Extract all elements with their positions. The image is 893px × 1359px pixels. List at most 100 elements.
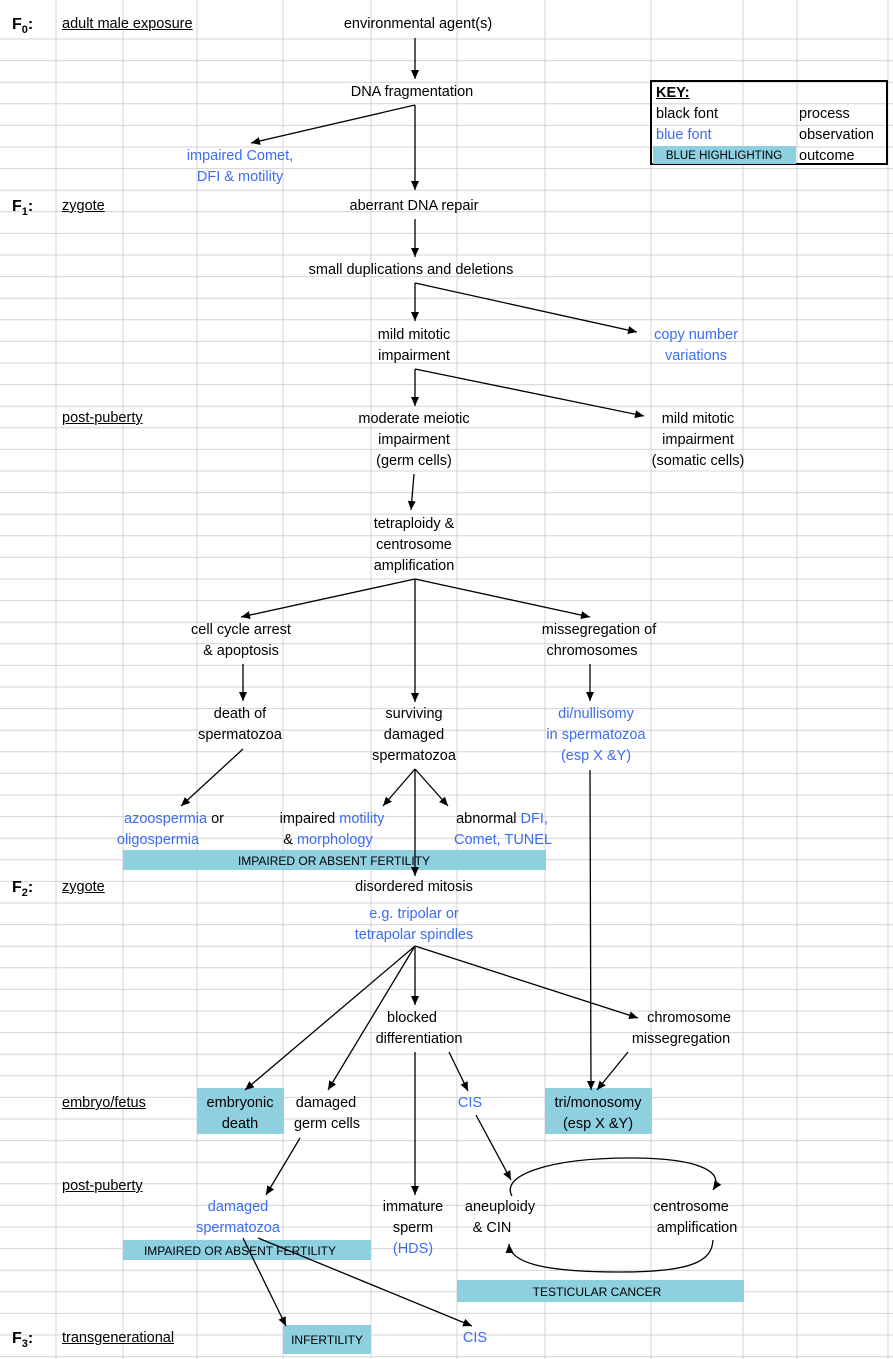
arrow-mild-mitotic-to-somatic (414, 368, 645, 419)
node-surviving-line2: damaged (383, 727, 445, 743)
node-dinullisomy-line2: in spermatozoa (546, 727, 646, 743)
key-meaning-observation: observation (799, 127, 874, 143)
node-mild-mitotic-line1: mild mitotic (377, 327, 451, 343)
stage-zygote-f1: zygote (62, 198, 105, 214)
key-title: KEY: (656, 85, 690, 101)
node-tetraploidy-line1: tetraploidy & (373, 516, 455, 532)
arrow-spindles-to-damaged-germ (327, 945, 416, 1091)
outcome-highlight-fertility-1 (123, 850, 546, 870)
node-cis-1: CIS (457, 1095, 483, 1111)
node-tetraploidy-line2: centrosome (376, 537, 452, 553)
node-damaged-spermatozoa-line1: damaged (207, 1199, 269, 1215)
arrow-spindles-to-embryonic-death (244, 945, 416, 1091)
node-centrosome-amp-line1: centrosome (653, 1199, 729, 1215)
node-copy-number-line2: variations (664, 348, 728, 364)
node-death-of-spermatozoa-line1: death of (213, 706, 267, 722)
node-aneuploidy-line1: aneuploidy (464, 1199, 536, 1215)
node-centrosome-amp-line2: amplification (656, 1220, 738, 1236)
node-cis-2: CIS (462, 1330, 488, 1346)
generation-f1: F1: (12, 198, 34, 219)
node-embryonic-death-line2: death (221, 1116, 259, 1132)
node-surviving-line1: surviving (385, 706, 443, 722)
key-label-black: black font (656, 106, 719, 122)
outcome-highlight-trimonosomy (545, 1088, 652, 1134)
node-oligospermia: oligospermia (116, 832, 200, 848)
outcome-highlight-infertility (283, 1325, 371, 1354)
generation-f2: F2: (12, 879, 34, 900)
arrow-aneuploidy-to-centrosome (509, 1157, 722, 1197)
node-moderate-meiotic-line1: moderate meiotic (358, 411, 470, 427)
stage-adult-male-exposure: adult male exposure (62, 16, 193, 32)
node-damaged-germ-line2: germ cells (293, 1116, 361, 1132)
node-dinullisomy-line1: di/nullisomy (558, 706, 634, 722)
node-chromosome-misseg-line1: chromosome (647, 1010, 731, 1026)
node-impaired-comet-line1: impaired Comet, (186, 148, 294, 164)
arrow-surviving-to-abnormal (414, 768, 449, 807)
arrow-small-dup-to-copy-number (414, 282, 638, 334)
node-chromosome-misseg-line2: missegregation (631, 1031, 731, 1047)
generation-f3: F3: (12, 1330, 34, 1351)
key-legend (650, 80, 888, 165)
node-cell-cycle-arrest-line2: & apoptosis (203, 643, 279, 659)
arrow-dna-to-impaired-comet (250, 104, 416, 145)
key-meaning-outcome: outcome (799, 148, 855, 164)
node-moderate-meiotic-line3: (germ cells) (376, 453, 452, 469)
node-aberrant-dna-repair: aberrant DNA repair (349, 198, 479, 214)
node-immature-line3: (HDS) (392, 1241, 434, 1257)
node-blocked-line1: blocked (387, 1010, 437, 1026)
node-aneuploidy-line2: & CIN (472, 1220, 512, 1236)
key-meaning-process: process (799, 106, 850, 122)
stage-zygote-f2: zygote (62, 879, 105, 895)
outcome-testicular-cancer: TESTICULAR CANCER (532, 1285, 662, 1299)
outcome-impaired-fertility-2: IMPAIRED OR ABSENT FERTILITY (143, 1244, 337, 1258)
stage-post-puberty-1: post-puberty (62, 410, 143, 426)
arrow-damaged-sperm-to-infertility (242, 1237, 287, 1327)
node-moderate-meiotic-line2: impairment (378, 432, 450, 448)
node-cell-cycle-arrest-line1: cell cycle arrest (191, 622, 291, 638)
node-damaged-spermatozoa-line2: spermatozoa (196, 1220, 280, 1236)
node-surviving-line3: spermatozoa (372, 748, 456, 764)
arrow-meiotic-to-tetraploidy (407, 473, 416, 511)
node-impaired-comet-line2: DFI & motility (196, 169, 284, 185)
node-tetraploidy-line3: amplification (373, 558, 455, 574)
node-abnormal-dfi: abnormal DFI, (456, 811, 548, 827)
node-small-duplications: small duplications and deletions (308, 262, 514, 278)
node-environmental-agents: environmental agent(s) (343, 16, 493, 32)
arrow-death-to-azoospermia (180, 748, 244, 807)
outcome-infertility: INFERTILITY (291, 1333, 363, 1347)
arrow-centrosome-to-aneuploidy (505, 1239, 714, 1273)
key-label-blue: blue font (656, 127, 712, 143)
node-morphology: & morphology (283, 832, 373, 848)
node-trimonosomy-line2: (esp X &Y) (562, 1116, 634, 1132)
arrow-spindles-to-chromosome-misseg (414, 945, 639, 1020)
node-blocked-line2: differentiation (375, 1031, 463, 1047)
outcome-highlight-testicular-cancer (457, 1280, 744, 1302)
key-label-highlight: BLUE HIGHLIGHTING (665, 150, 783, 162)
generation-f0: F0: (12, 16, 34, 37)
arrow-cis-to-aneuploidy (475, 1114, 512, 1181)
node-mild-mitotic-somatic-line1: mild mitotic (661, 411, 735, 427)
node-azoospermia: azoospermia or (124, 811, 224, 827)
node-trimonosomy-line1: tri/monosomy (554, 1095, 642, 1111)
node-mild-mitotic-line2: impairment (378, 348, 450, 364)
node-dna-fragmentation: DNA fragmentation (350, 84, 474, 100)
node-tripolar-line1: e.g. tripolar or (369, 906, 459, 922)
node-mild-mitotic-somatic-line2: impairment (662, 432, 734, 448)
stage-post-puberty-2: post-puberty (62, 1178, 143, 1194)
node-damaged-germ-line1: damaged (295, 1095, 357, 1111)
arrow-chromosome-misseg-to-trimono (596, 1051, 629, 1091)
arrow-tetraploidy-to-missegregation (414, 578, 591, 619)
arrow-damaged-sperm-to-cis (257, 1237, 473, 1327)
arrow-germ-to-damaged-sperm (265, 1137, 301, 1196)
node-comet-tunel: Comet, TUNEL (453, 832, 553, 848)
arrow-surviving-to-motility (382, 768, 416, 807)
node-copy-number-line1: copy number (654, 327, 738, 343)
node-embryonic-death-line1: embryonic (206, 1095, 274, 1111)
node-immature-line2: sperm (392, 1220, 434, 1236)
arrow-dinull-to-trimono (586, 769, 595, 1091)
outcome-highlight-fertility-2 (123, 1240, 371, 1260)
outcome-impaired-fertility-1: IMPAIRED OR ABSENT FERTILITY (237, 854, 431, 868)
arrow-tetraploidy-to-arrest (240, 578, 416, 619)
